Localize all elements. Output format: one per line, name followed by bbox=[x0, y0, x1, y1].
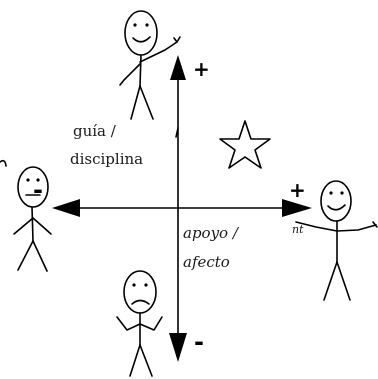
svg-text:guía /: guía / bbox=[73, 122, 117, 140]
bottom-stick-figure bbox=[116, 270, 163, 377]
vertical-axis-arrow-down bbox=[169, 333, 187, 362]
stray-mark-text: nt bbox=[292, 223, 304, 236]
vertical-axis-arrow-up bbox=[170, 55, 186, 80]
svg-text:apoyo /: apoyo / bbox=[183, 224, 240, 242]
left-stick-figure bbox=[0, 159, 52, 272]
svg-text:disciplina: disciplina bbox=[70, 150, 143, 168]
axis-sign-top: + bbox=[193, 57, 210, 81]
neutral-face bbox=[17, 166, 49, 208]
right-stick-figure bbox=[295, 180, 378, 301]
axis-sign-right: + bbox=[289, 178, 306, 202]
star-icon bbox=[219, 120, 271, 169]
horizontal-axis-arrow-left bbox=[52, 199, 80, 217]
guia-disciplina-label: guía / disciplina bbox=[70, 122, 143, 168]
axis-tick-mark bbox=[175, 127, 179, 138]
svg-text:afecto: afecto bbox=[183, 253, 230, 271]
happy-face-right bbox=[320, 180, 352, 222]
horizontal-axis bbox=[52, 199, 312, 217]
horizontal-axis-arrow-right bbox=[282, 199, 312, 217]
axis-sign-bottom: - bbox=[194, 328, 204, 356]
apoyo-afecto-label: apoyo / afecto bbox=[183, 224, 240, 271]
top-stick-figure bbox=[119, 10, 181, 120]
happy-face bbox=[124, 10, 158, 56]
axis-sign-left: - bbox=[33, 176, 43, 204]
sad-face bbox=[123, 270, 157, 314]
